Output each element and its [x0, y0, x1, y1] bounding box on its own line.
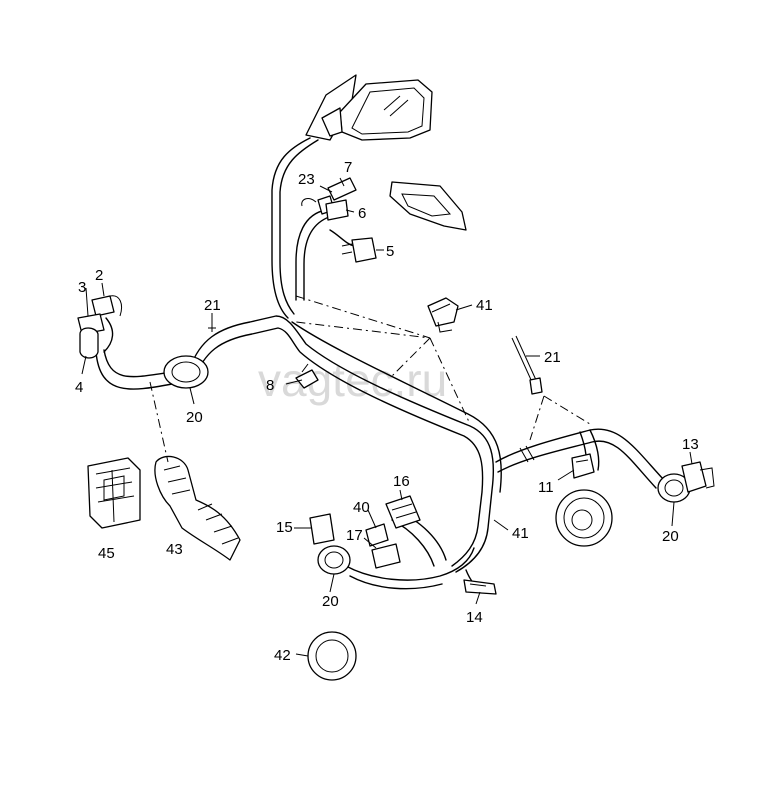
callout-42: 42 — [274, 647, 291, 664]
connector-15 — [309, 513, 335, 545]
connector-5 — [341, 237, 377, 263]
callout-45: 45 — [98, 545, 115, 562]
watermark-text: vagtec.ru — [258, 354, 447, 406]
callout-5: 5 — [386, 243, 394, 260]
callout-20-left: 20 — [186, 409, 203, 426]
callout-14: 14 — [466, 609, 483, 626]
callout-21-left: 21 — [204, 297, 221, 314]
connector-17 — [371, 543, 401, 569]
connector-40 — [365, 523, 389, 547]
clip-8 — [295, 363, 319, 389]
clip-41-upper — [427, 297, 459, 333]
callout-13: 13 — [682, 436, 699, 453]
callout-20-bottom: 20 — [322, 593, 339, 610]
connector-16 — [385, 495, 421, 529]
callout-labels: 2 3 4 21 20 7 23 6 5 8 41 21 11 13 20 41… — [75, 159, 699, 664]
callout-16: 16 — [393, 473, 410, 490]
harness-sleeve-43 — [154, 455, 241, 561]
callout-41-upper: 41 — [476, 297, 493, 314]
bolt-21-right — [511, 335, 543, 395]
callout-6: 6 — [358, 205, 366, 222]
grommet-ring-42 — [307, 631, 357, 681]
grommet-20-left — [163, 355, 209, 389]
door-mirror-part — [305, 74, 433, 141]
clip-6 — [301, 198, 349, 221]
connector-11 — [571, 453, 595, 479]
callout-40: 40 — [353, 499, 370, 516]
mirror-trim-part — [389, 181, 467, 231]
callout-21-right: 21 — [544, 349, 561, 366]
connector-housing-45 — [87, 457, 141, 529]
grommet-20-bottom — [317, 545, 351, 575]
plug-4 — [79, 317, 114, 359]
callout-20-right: 20 — [662, 528, 679, 545]
callout-8: 8 — [266, 377, 274, 394]
callout-41-lower: 41 — [512, 525, 529, 542]
callout-2: 2 — [95, 267, 103, 284]
harness-branch-bottom — [345, 511, 483, 591]
callout-7: 7 — [344, 159, 352, 176]
callout-15: 15 — [276, 519, 293, 536]
callout-11: 11 — [538, 479, 554, 496]
callout-4: 4 — [75, 379, 83, 396]
callout-3: 3 — [78, 279, 86, 296]
callout-23: 23 — [298, 171, 315, 188]
assignment-lines — [149, 295, 591, 463]
leader-lines — [81, 177, 693, 657]
connector-13 — [681, 461, 715, 493]
callout-43: 43 — [166, 541, 183, 558]
clip-14 — [463, 579, 497, 595]
grommet-large — [555, 489, 613, 547]
mirror-cable — [271, 137, 355, 319]
connector-2 — [91, 295, 123, 317]
callout-17: 17 — [346, 527, 363, 544]
